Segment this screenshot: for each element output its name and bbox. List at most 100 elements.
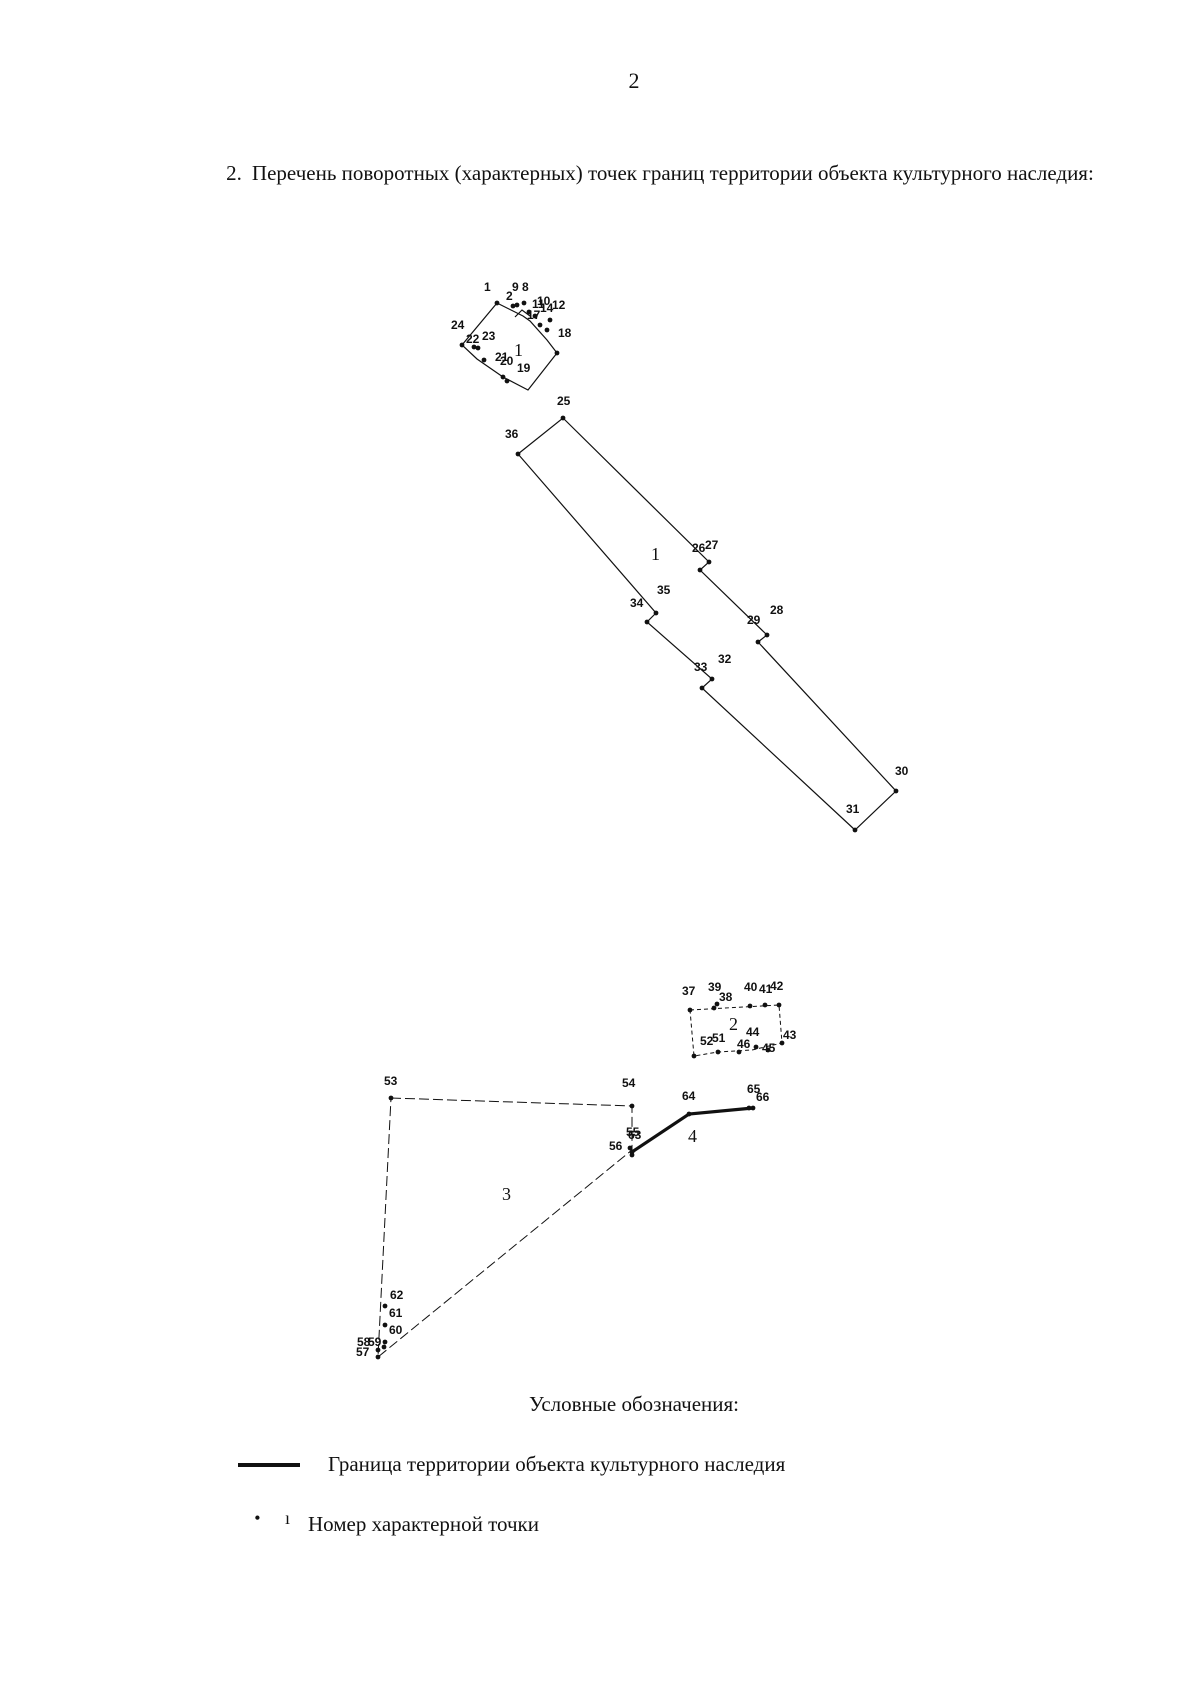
- point-marker-40: [747, 1003, 753, 1009]
- point-marker-44: [753, 1044, 759, 1050]
- point-label-62: 62: [390, 1288, 404, 1302]
- point-label-30: 30: [895, 764, 909, 778]
- point-label-32: 32: [718, 652, 732, 666]
- point-label-42: 42: [770, 979, 784, 993]
- point-label-23: 23: [482, 329, 496, 343]
- point-marker-23: [475, 345, 481, 351]
- point-label-10: 10: [537, 294, 551, 308]
- boundary-area-3: [377, 1097, 633, 1359]
- legend-title: Условные обозначения:: [528, 1392, 740, 1416]
- point-label-55: 55: [626, 1125, 640, 1139]
- point-marker-61: [382, 1322, 388, 1328]
- point-marker-icon: • ı: [254, 1508, 300, 1528]
- point-marker-27: [706, 559, 712, 565]
- point-marker-41: [762, 1002, 768, 1008]
- point-marker-36: [515, 451, 521, 457]
- point-marker-1: [494, 300, 500, 306]
- point-marker-24: [459, 342, 465, 348]
- point-label-51: 51: [712, 1031, 726, 1045]
- point-marker-63: [627, 1145, 633, 1151]
- point-marker-56: [629, 1152, 635, 1158]
- point-label-40: 40: [744, 980, 758, 994]
- point-label-14: 14: [540, 301, 554, 315]
- area-label-1: 1: [514, 340, 523, 360]
- page-number: 2: [628, 68, 640, 93]
- heading-text: Перечень поворотных (характерных) точек …: [251, 161, 1094, 185]
- point-marker-46: [736, 1049, 742, 1055]
- area-label-2: 1: [651, 544, 660, 564]
- point-label-17: 17: [527, 308, 541, 322]
- point-marker-66: [750, 1105, 756, 1111]
- boundary-area-1-upper: [461, 302, 558, 391]
- point-marker-26: [697, 567, 703, 573]
- boundary-area-1-upper-notch: [514, 309, 531, 318]
- point-label-29: 29: [747, 613, 761, 627]
- point-marker-22: [471, 344, 477, 350]
- point-marker-32: [709, 676, 715, 682]
- point-label-12: 12: [552, 298, 566, 312]
- point-label-28: 28: [770, 603, 784, 617]
- point-label-53: 53: [384, 1074, 398, 1088]
- point-label-18: 18: [558, 326, 572, 340]
- point-label-66: 66: [756, 1090, 770, 1104]
- point-marker-25: [560, 415, 566, 421]
- point-marker-51: [715, 1049, 721, 1055]
- point-marker-20: [500, 374, 506, 380]
- point-marker-39: [714, 1001, 720, 1007]
- point-marker-64: [686, 1111, 692, 1117]
- point-label-2: 2: [506, 289, 513, 303]
- point-label-21: 21: [495, 350, 509, 364]
- point-label-8: 8: [522, 280, 529, 294]
- point-marker-33: [699, 685, 705, 691]
- point-label-41: 41: [759, 982, 773, 996]
- point-label-45: 45: [762, 1041, 776, 1055]
- point-marker-17: [537, 322, 543, 328]
- point-label-44: 44: [746, 1025, 760, 1039]
- point-label-11: 11: [532, 297, 545, 311]
- point-marker-10: [526, 309, 532, 315]
- legend-boundary: Граница территории объекта культурного н…: [238, 1452, 785, 1477]
- boundary-line-symbol: [238, 1462, 300, 1467]
- point-marker-58: [375, 1347, 381, 1353]
- point-marker-42: [776, 1002, 782, 1008]
- point-marker-14: [544, 327, 550, 333]
- area-label-4: 3: [502, 1184, 511, 1204]
- point-marker-65: [746, 1105, 752, 1111]
- point-label-33: 33: [694, 660, 708, 674]
- point-label-39: 39: [708, 980, 722, 994]
- point-label-34: 34: [630, 596, 644, 610]
- point-label-24: 24: [451, 318, 465, 332]
- point-label-52: 52: [700, 1034, 714, 1048]
- point-label-60: 60: [389, 1323, 403, 1337]
- point-marker-43: [779, 1040, 785, 1046]
- point-label-46: 46: [737, 1037, 751, 1051]
- point-label-35: 35: [657, 583, 671, 597]
- point-label-64: 64: [682, 1089, 696, 1103]
- page-heading: 2.Перечень поворотных (характерных) точе…: [190, 160, 1130, 187]
- legend-boundary-label: Граница территории объекта культурного н…: [328, 1452, 786, 1476]
- area-label-3: 2: [729, 1014, 738, 1034]
- point-label-27: 27: [705, 538, 719, 552]
- point-marker-35: [653, 610, 659, 616]
- point-label-19: 19: [517, 361, 531, 375]
- point-marker-29: [755, 639, 761, 645]
- point-label-37: 37: [682, 984, 696, 998]
- point-marker-2: [510, 303, 516, 309]
- point-marker-52: [691, 1053, 697, 1059]
- point-label-38: 38: [719, 990, 733, 1004]
- point-label-9: 9: [512, 280, 519, 294]
- point-label-63: 63: [628, 1128, 642, 1142]
- legend-points-label: Номер характерной точки: [308, 1512, 539, 1536]
- point-marker-9: [514, 302, 520, 308]
- point-marker-57: [375, 1354, 381, 1360]
- point-marker-54: [629, 1103, 635, 1109]
- point-marker-60: [382, 1339, 388, 1345]
- point-label-65: 65: [747, 1082, 761, 1096]
- point-marker-8: [521, 300, 527, 306]
- point-marker-19: [504, 378, 510, 384]
- point-marker-11: [532, 313, 538, 319]
- point-marker-12: [547, 317, 553, 323]
- point-marker-30: [893, 788, 899, 794]
- point-label-61: 61: [389, 1306, 403, 1320]
